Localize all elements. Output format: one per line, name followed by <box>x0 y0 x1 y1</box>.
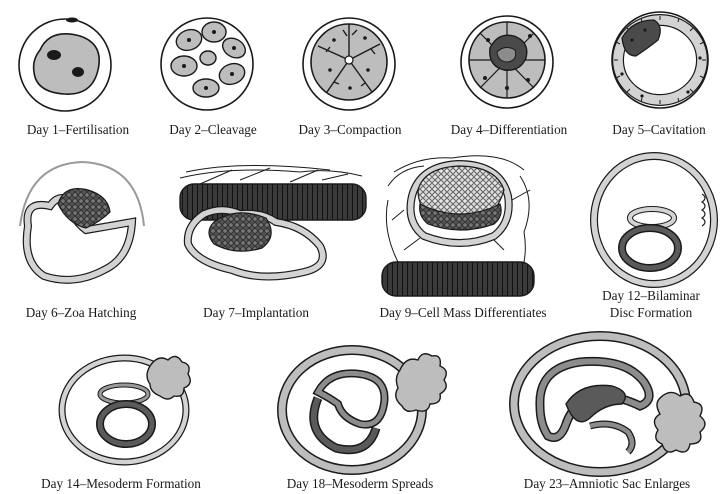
caption-day18: Day 18–Mesoderm Spreads <box>264 476 456 492</box>
caption-day4: Day 4–Differentiation <box>430 122 588 138</box>
day18-figure <box>282 350 446 470</box>
day23-figure <box>514 336 705 472</box>
caption-day5: Day 5–Cavitation <box>598 122 720 138</box>
caption-day12-line2: Disc Formation <box>586 305 716 321</box>
caption-day7: Day 7–Implantation <box>182 305 330 321</box>
day7-figure <box>180 165 366 276</box>
caption-day23: Day 23–Amniotic Sac Enlarges <box>496 476 718 492</box>
day5-figure <box>612 12 708 108</box>
caption-day12-line1: Day 12–Bilaminar <box>586 288 716 304</box>
caption-day2: Day 2–Cleavage <box>154 122 272 138</box>
day3-figure <box>303 18 395 110</box>
caption-day3: Day 3–Compaction <box>280 122 420 138</box>
day1-figure <box>19 18 111 112</box>
day4-figure <box>461 16 553 108</box>
caption-day1: Day 1–Fertilisation <box>6 122 150 138</box>
day9-figure <box>382 156 534 296</box>
day2-figure <box>161 18 253 110</box>
day14-figure <box>62 356 190 462</box>
caption-day9: Day 9–Cell Mass Differentiates <box>354 305 572 321</box>
caption-day6: Day 6–Zoa Hatching <box>6 305 156 321</box>
day6-figure <box>20 162 144 280</box>
day12-figure <box>594 156 714 284</box>
caption-day14: Day 14–Mesoderm Formation <box>14 476 228 492</box>
